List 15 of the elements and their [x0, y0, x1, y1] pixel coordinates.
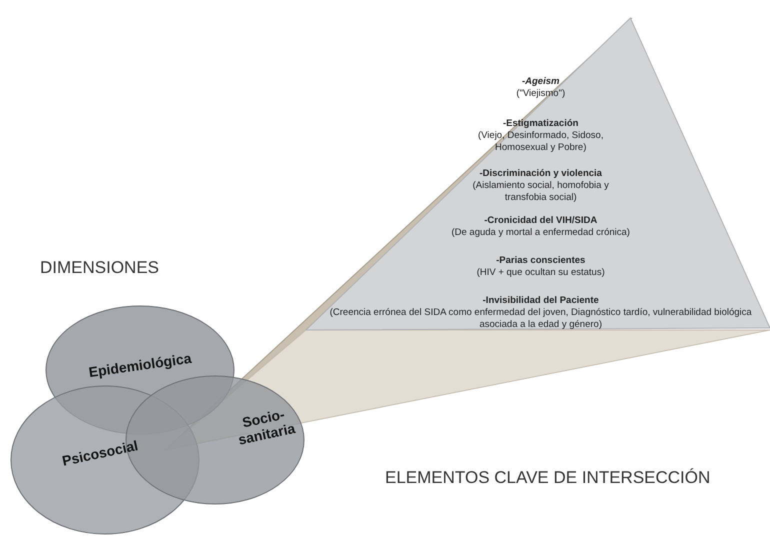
- section-heading: ELEMENTOS CLAVE DE INTERSECCIÓN: [385, 468, 710, 488]
- item-description: (Creencia errónea del SIDA como enfermedad del joven, Diagnóstico tardío, vulnerabilidad biológica asociada a la edad y género): [328, 307, 753, 331]
- item-heading: -Ageism: [520, 76, 560, 88]
- item-heading: -Invisibilidad del Paciente: [482, 295, 600, 307]
- item-heading: -Cronicidad del VIH/SIDA: [483, 215, 598, 227]
- dimension-label: Socio- sanitaria: [236, 404, 298, 449]
- item-description: (Aislamiento social, homofobia y transfobia social): [472, 180, 610, 204]
- item-description: ("Viejismo"): [515, 88, 566, 100]
- item-description: (HIV + que ocultan su estatus): [476, 267, 606, 279]
- item-heading: -Parias conscientes: [495, 255, 586, 267]
- item-description: (Viejo, Desinformado, Sidoso, Homosexual y Pobre): [476, 130, 604, 154]
- item-description: (De aguda y mortal a enfermedad crónica): [450, 227, 631, 239]
- section-heading: DIMENSIONES: [40, 258, 160, 278]
- item-heading: -Discriminación y violencia: [478, 168, 603, 180]
- item-heading: -Estigmatización: [502, 118, 580, 130]
